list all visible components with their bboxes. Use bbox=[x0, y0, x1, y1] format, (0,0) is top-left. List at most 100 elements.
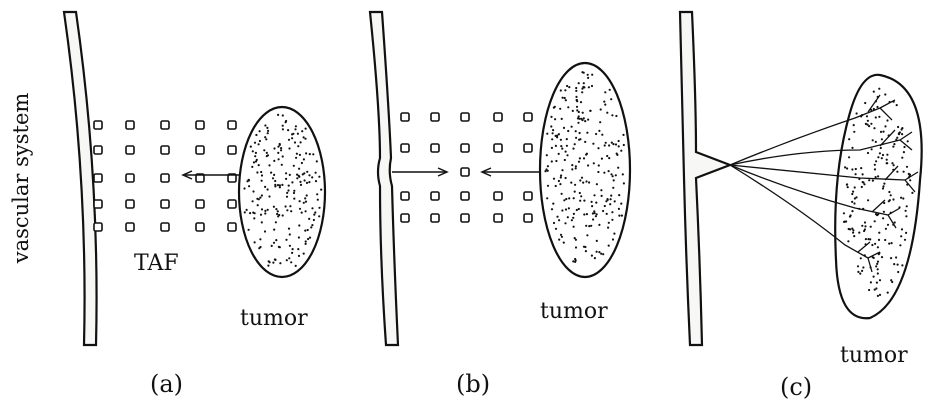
tumor-cell bbox=[308, 174, 310, 176]
taf-particle bbox=[126, 121, 134, 129]
tumor-cell bbox=[560, 145, 562, 147]
tumor-cell bbox=[877, 246, 879, 248]
tumor-cell bbox=[578, 139, 580, 141]
tumor-cell bbox=[574, 237, 576, 239]
tumor-cell bbox=[299, 200, 301, 202]
tumor-cell bbox=[264, 230, 266, 232]
tumor-cell bbox=[574, 143, 576, 145]
tumor-cell bbox=[586, 234, 588, 236]
tumor-cell bbox=[251, 166, 253, 168]
tumor-cell bbox=[595, 202, 597, 204]
tumor-cell bbox=[862, 208, 864, 210]
taf-particle bbox=[94, 200, 102, 208]
taf-particle bbox=[461, 214, 469, 222]
tumor-cell bbox=[571, 164, 573, 166]
tumor-cell bbox=[867, 120, 869, 122]
tumor-cell bbox=[256, 171, 258, 173]
tumor-cell bbox=[865, 238, 867, 240]
tumor-cell bbox=[595, 215, 597, 217]
tumor-cell bbox=[285, 239, 287, 241]
tumor-cell bbox=[873, 91, 875, 93]
tumor-cell bbox=[285, 205, 287, 207]
tumor-cell bbox=[278, 158, 280, 160]
tumor-cell bbox=[580, 195, 582, 197]
tumor-cell bbox=[270, 172, 272, 174]
tumor-cell bbox=[875, 265, 877, 267]
tumor-cell bbox=[892, 224, 894, 226]
tumor-cell bbox=[561, 169, 563, 171]
tumor-cell bbox=[608, 144, 610, 146]
tumor-cell bbox=[898, 206, 900, 208]
tumor-cell bbox=[580, 101, 582, 103]
tumor-cell bbox=[868, 125, 870, 127]
tumor-cell bbox=[615, 143, 617, 145]
tumor-cell bbox=[575, 246, 577, 248]
tumor-cell bbox=[259, 246, 261, 248]
taf-particle bbox=[126, 223, 134, 231]
tumor-cell bbox=[575, 137, 577, 139]
tumor-cell bbox=[551, 208, 553, 210]
tumor-cell bbox=[901, 127, 903, 129]
tumor-cell bbox=[903, 151, 905, 153]
tumor-cell bbox=[261, 221, 263, 223]
tumor-cell bbox=[614, 200, 616, 202]
tumor-cell bbox=[616, 154, 618, 156]
tumor-cell bbox=[261, 180, 263, 182]
tumor-cell bbox=[559, 183, 561, 185]
tumor-cell bbox=[259, 140, 261, 142]
tumor-cell bbox=[873, 108, 875, 110]
panel-a: TAF tumor (a) bbox=[64, 12, 325, 398]
taf-particle bbox=[494, 192, 502, 200]
taf-particle bbox=[431, 214, 439, 222]
tumor-cell bbox=[318, 215, 320, 217]
tumor-cell bbox=[904, 239, 906, 241]
taf-particle bbox=[524, 214, 532, 222]
tumor-cell bbox=[854, 186, 856, 188]
tumor-cell bbox=[615, 115, 617, 117]
tumor-cell bbox=[872, 180, 874, 182]
tumor-cell bbox=[603, 101, 605, 103]
tumor-cell bbox=[617, 167, 619, 169]
tumor-cell bbox=[877, 268, 879, 270]
tumor-cell bbox=[844, 166, 846, 168]
tumor-cell bbox=[271, 245, 273, 247]
tumor-cell bbox=[853, 124, 855, 126]
tumor-cell bbox=[908, 173, 910, 175]
tumor-cell bbox=[293, 165, 295, 167]
tumor-cell bbox=[862, 266, 864, 268]
tumor-cell bbox=[561, 209, 563, 211]
tumor-cell bbox=[886, 159, 888, 161]
tumor-cell bbox=[279, 246, 281, 248]
tumor-cell bbox=[285, 172, 287, 174]
tumor-cell bbox=[279, 262, 281, 264]
tumor-cell bbox=[298, 236, 300, 238]
tumor-cell bbox=[593, 162, 595, 164]
tumor-cell bbox=[298, 255, 300, 257]
tumor-cell bbox=[575, 96, 577, 98]
tumor-cell bbox=[291, 137, 293, 139]
tumor-cell bbox=[620, 203, 622, 205]
tumor-cell bbox=[286, 192, 288, 194]
tumor-cell bbox=[574, 191, 576, 193]
tumor-cell bbox=[877, 295, 879, 297]
tumor-cell bbox=[565, 208, 567, 210]
tumor-cell bbox=[253, 161, 255, 163]
tumor-cell bbox=[274, 259, 276, 261]
taf-particle bbox=[161, 223, 169, 231]
tumor-cell bbox=[591, 255, 593, 257]
tumor-cell bbox=[255, 160, 257, 162]
tumor-cell bbox=[888, 191, 890, 193]
tumor-cell bbox=[604, 144, 606, 146]
tumor-b bbox=[540, 63, 630, 277]
panel-caption-a: (a) bbox=[150, 370, 183, 398]
tumor-cell bbox=[304, 230, 306, 232]
tumor-cell bbox=[546, 197, 548, 199]
tumor-cell bbox=[618, 215, 620, 217]
tumor-cell bbox=[285, 120, 287, 122]
tumor-cell bbox=[587, 164, 589, 166]
tumor-cell bbox=[884, 93, 886, 95]
tumor-cell bbox=[570, 182, 572, 184]
taf-particle bbox=[494, 113, 502, 121]
tumor-cell bbox=[303, 158, 305, 160]
